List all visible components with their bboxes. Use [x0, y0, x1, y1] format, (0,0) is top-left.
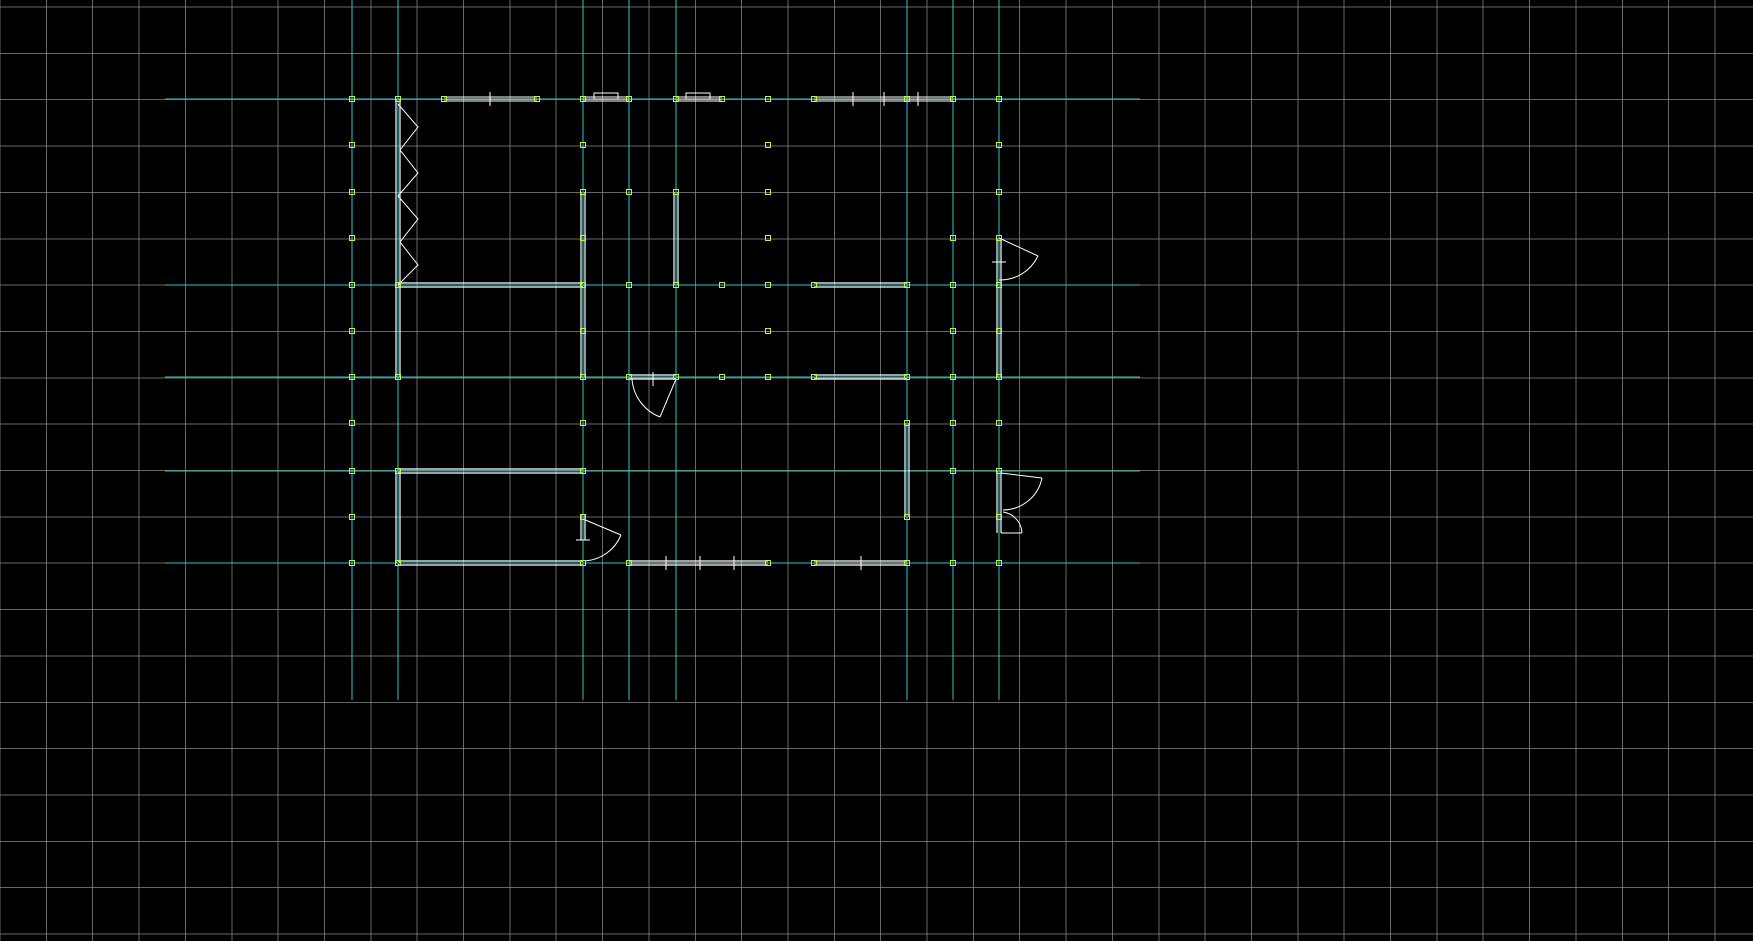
door-swing-icon [998, 255, 1039, 281]
grid-node-marker[interactable] [395, 96, 401, 102]
grid-node-marker[interactable] [765, 374, 771, 380]
grid-node-marker[interactable] [996, 560, 1002, 566]
grid-node-marker[interactable] [950, 468, 956, 474]
grid-node-marker[interactable] [580, 235, 586, 241]
grid-node-marker[interactable] [765, 142, 771, 148]
grid-node-marker[interactable] [534, 96, 540, 102]
grid-node-marker[interactable] [349, 96, 355, 102]
door-swing-icon [631, 378, 661, 418]
grid-node-marker[interactable] [996, 328, 1002, 334]
grid-node-marker[interactable] [580, 282, 586, 288]
grid-node-marker[interactable] [765, 96, 771, 102]
windows[interactable] [444, 92, 953, 570]
door-leaf [998, 237, 1039, 257]
doors[interactable] [397, 103, 1043, 562]
grid-node-marker[interactable] [349, 235, 355, 241]
door-leaf [1000, 472, 1043, 479]
grid-node-marker[interactable] [349, 560, 355, 566]
grid-node-marker[interactable] [395, 282, 401, 288]
grid-node-marker[interactable] [626, 282, 632, 288]
grid-node-marker[interactable] [996, 374, 1002, 380]
grid-node-marker[interactable] [996, 235, 1002, 241]
door-leaf [659, 378, 677, 418]
grid-node-marker[interactable] [811, 374, 817, 380]
grid-node-marker[interactable] [673, 189, 679, 195]
grid-node-marker[interactable] [349, 514, 355, 520]
grid-node-marker[interactable] [673, 282, 679, 288]
grid-node-marker[interactable] [950, 328, 956, 334]
grid-node-marker[interactable] [996, 96, 1002, 102]
grid-node-marker[interactable] [811, 282, 817, 288]
grid-node-marker[interactable] [765, 189, 771, 195]
grid-node-marker[interactable] [580, 420, 586, 426]
grid-node-marker[interactable] [673, 96, 679, 102]
grid-node-marker[interactable] [626, 560, 632, 566]
grid-node-marker[interactable] [950, 374, 956, 380]
grid-node-marker[interactable] [441, 96, 447, 102]
grid-node-marker[interactable] [349, 468, 355, 474]
grid-node-marker[interactable] [904, 282, 910, 288]
grid-node-marker[interactable] [765, 560, 771, 566]
grid-node-marker[interactable] [580, 560, 586, 566]
grid-node-marker[interactable] [765, 282, 771, 288]
grid-node-marker[interactable] [580, 374, 586, 380]
grid-node-marker[interactable] [904, 420, 910, 426]
grid-node-marker[interactable] [580, 468, 586, 474]
grid-node-marker[interactable] [996, 468, 1002, 474]
grid-node-marker[interactable] [719, 96, 725, 102]
grid-node-marker[interactable] [673, 374, 679, 380]
vent-symbol [593, 92, 619, 100]
grid-node-marker[interactable] [996, 514, 1002, 520]
axis-lines [165, 0, 1140, 700]
grid-node-marker[interactable] [996, 142, 1002, 148]
door-swing-icon [584, 534, 622, 562]
grid-node-marker[interactable] [950, 235, 956, 241]
door-leaf [582, 518, 622, 536]
grid-node-marker[interactable] [996, 282, 1002, 288]
grid-node-marker[interactable] [811, 560, 817, 566]
grid-node-marker[interactable] [580, 142, 586, 148]
grid-node-marker[interactable] [395, 468, 401, 474]
grid-node-marker[interactable] [580, 96, 586, 102]
grid-node-marker[interactable] [811, 96, 817, 102]
grid-node-marker[interactable] [349, 282, 355, 288]
grid-node-marker[interactable] [765, 328, 771, 334]
grid-node-marker[interactable] [904, 96, 910, 102]
grid-node-marker[interactable] [950, 282, 956, 288]
grid-node-marker[interactable] [996, 189, 1002, 195]
grid-node-marker[interactable] [904, 514, 910, 520]
bifold-door-icon [397, 103, 419, 286]
door-swing-icon [1002, 477, 1043, 511]
grid-node-marker[interactable] [904, 374, 910, 380]
walls[interactable] [395, 99, 1002, 566]
grid-node-marker[interactable] [950, 420, 956, 426]
grid-node-marker[interactable] [349, 420, 355, 426]
grid-node-marker[interactable] [950, 96, 956, 102]
grid-node-marker[interactable] [626, 96, 632, 102]
door-swing-icon [1002, 511, 1023, 534]
grid-nodes[interactable] [349, 96, 1002, 566]
grid-node-marker[interactable] [580, 189, 586, 195]
grid-node-marker[interactable] [950, 560, 956, 566]
grid-node-marker[interactable] [719, 282, 725, 288]
grid-node-marker[interactable] [580, 328, 586, 334]
grid-node-marker[interactable] [996, 420, 1002, 426]
grid-node-marker[interactable] [904, 560, 910, 566]
vent-symbol [685, 92, 711, 100]
grid-node-marker[interactable] [349, 189, 355, 195]
grid-node-marker[interactable] [349, 328, 355, 334]
grid-node-marker[interactable] [765, 235, 771, 241]
grid-node-marker[interactable] [395, 374, 401, 380]
grid-node-marker[interactable] [719, 374, 725, 380]
grid-node-marker[interactable] [580, 514, 586, 520]
grid-node-marker[interactable] [395, 560, 401, 566]
grid-node-marker[interactable] [349, 374, 355, 380]
grid-node-marker[interactable] [626, 189, 632, 195]
grid-node-marker[interactable] [349, 142, 355, 148]
grid-node-marker[interactable] [626, 374, 632, 380]
